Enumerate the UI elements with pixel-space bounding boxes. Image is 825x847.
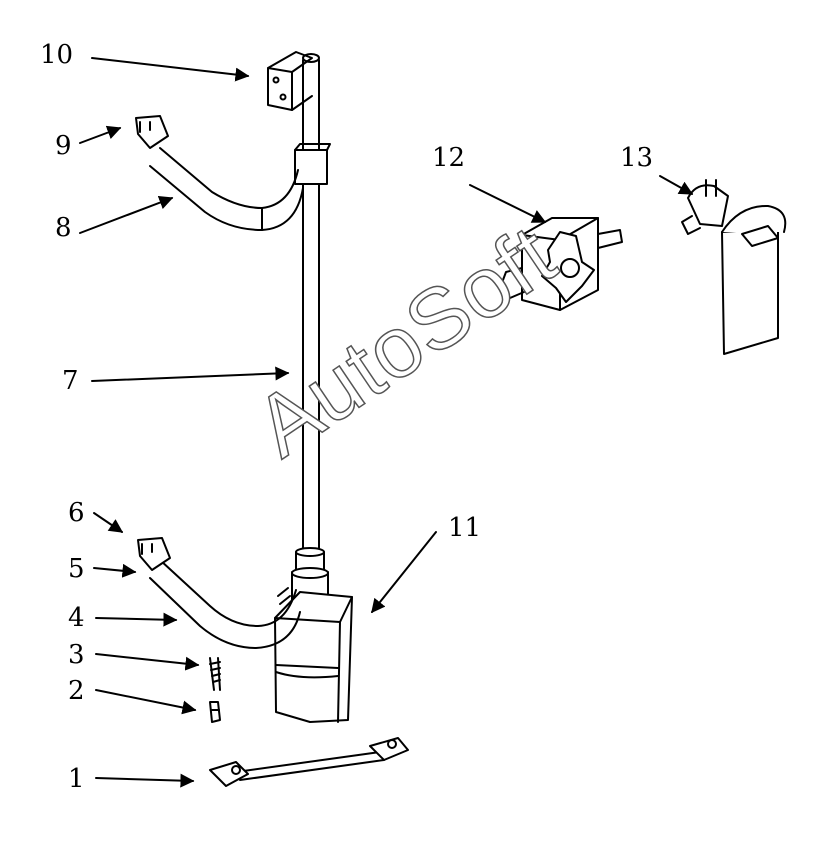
callout-4: 4 — [68, 603, 85, 633]
callout-12: 12 — [432, 143, 466, 173]
upper-collar — [294, 143, 331, 185]
top-bracket — [267, 51, 313, 111]
lower-arm — [149, 559, 301, 649]
callout-8: 8 — [55, 213, 72, 243]
spring — [209, 657, 221, 691]
upper-nozzle — [135, 115, 169, 149]
connector — [209, 701, 221, 723]
callout-2: 2 — [68, 676, 85, 706]
callout-3: 3 — [68, 640, 85, 670]
washer-reservoir — [274, 591, 353, 723]
lower-nozzle — [137, 537, 171, 571]
callout-11: 11 — [448, 513, 482, 543]
hose-link — [209, 737, 409, 787]
callout-7: 7 — [62, 366, 79, 396]
callout-6: 6 — [68, 498, 85, 528]
callout-13: 13 — [620, 143, 654, 173]
vertical-tube — [302, 53, 320, 551]
callout-9: 9 — [55, 131, 72, 161]
mounting-plate-valve — [681, 179, 787, 355]
upper-arm — [149, 147, 304, 231]
valve-block — [499, 217, 623, 311]
callout-1: 1 — [68, 764, 85, 794]
callout-10: 10 — [40, 40, 74, 70]
callout-5: 5 — [68, 554, 85, 584]
leader-lines — [79, 57, 694, 788]
